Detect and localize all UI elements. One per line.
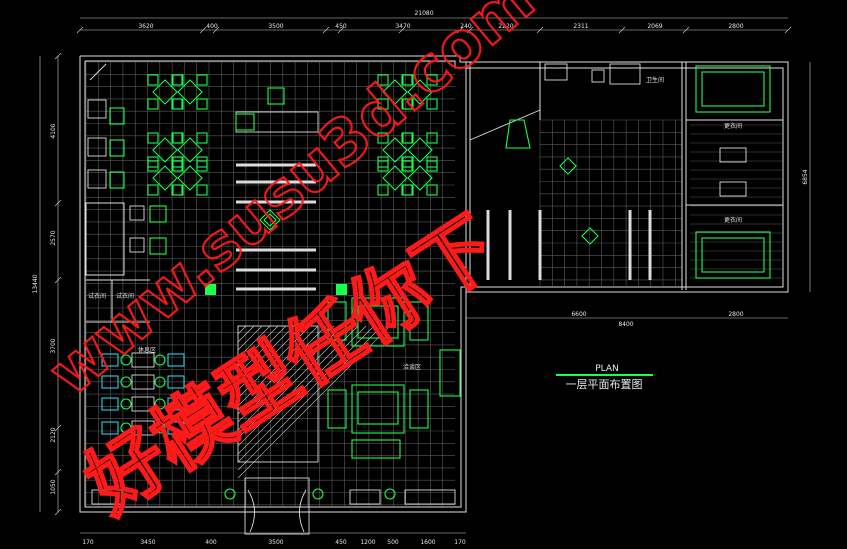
dim-mid-1: 8400: [618, 321, 633, 328]
entrance: [91, 477, 456, 535]
left-display-racks: [87, 63, 167, 255]
dim-bottom-3: 3500: [268, 539, 283, 546]
dim-left-total: 13440: [32, 274, 39, 293]
lounge-seating: [101, 352, 185, 436]
dim-mid-2: 2800: [728, 311, 743, 318]
dim-top-0: 3620: [138, 23, 153, 30]
plan-title-cn: 一层平面布置图: [566, 378, 643, 391]
dim-top-1: 400: [206, 23, 218, 30]
label-toilet: 卫生间: [646, 76, 664, 84]
display-table-clusters: [147, 74, 438, 196]
dim-mid-right-segments: 6600 8400 2800: [571, 311, 743, 328]
dim-top-3: 450: [335, 23, 347, 30]
label-negotiation: 洽谈区: [403, 363, 421, 371]
sofa-sets: [327, 297, 461, 459]
dim-top-8: 2069: [647, 23, 662, 30]
central-display: [205, 87, 347, 295]
label-lounge: 休息区: [138, 346, 156, 354]
dim-top-segments: 3620 400 3500 450 3470 240 2220 2311 2069 2800: [138, 23, 743, 30]
dim-top-4: 3470: [395, 23, 410, 30]
dim-left-0: 4100: [50, 123, 57, 138]
dim-top-9: 2800: [728, 23, 743, 30]
dim-bottom-4: 450: [335, 539, 347, 546]
dim-left-1: 2570: [50, 230, 57, 245]
dim-left-4: 1050: [50, 479, 57, 494]
dim-right-total: 6854: [802, 169, 809, 184]
dim-bottom-6: 500: [387, 539, 399, 546]
dim-left-3: 2120: [50, 427, 57, 442]
dim-top-5: 240: [460, 23, 472, 30]
dim-top-total: 21080: [414, 10, 433, 17]
walls: [79, 55, 789, 513]
column-marker: [205, 284, 216, 295]
dim-bottom-1: 3450: [140, 539, 155, 546]
dim-mid-0: 6600: [571, 311, 586, 318]
dim-left-segments: 4100 2570 3700 2120 1050: [50, 123, 57, 494]
label-fitting-room-right: 试衣间: [116, 292, 134, 300]
right-wing: [469, 63, 771, 280]
dim-left-2: 3700: [50, 338, 57, 353]
label-storage-bottom: 更衣间: [724, 216, 742, 224]
dim-bottom-5: 1200: [360, 539, 375, 546]
dim-top-7: 2311: [573, 23, 588, 30]
dim-top-6: 2220: [498, 23, 513, 30]
hatched-floor: [237, 325, 391, 479]
column-marker: [336, 284, 347, 295]
dim-bottom-2: 400: [205, 539, 217, 546]
dim-bottom-segments: 170 3450 400 3500 450 1200 500 1600 170: [82, 539, 466, 546]
label-fitting-room-left: 试衣间: [88, 292, 106, 300]
plan-title-en: PLAN: [595, 364, 619, 374]
dim-bottom-0: 170: [82, 539, 94, 546]
label-storage-top: 更衣间: [724, 122, 742, 130]
dimension-lines: [39, 17, 811, 534]
dim-bottom-7: 1600: [420, 539, 435, 546]
dim-bottom-8: 170: [454, 539, 466, 546]
dim-top-2: 3500: [268, 23, 283, 30]
